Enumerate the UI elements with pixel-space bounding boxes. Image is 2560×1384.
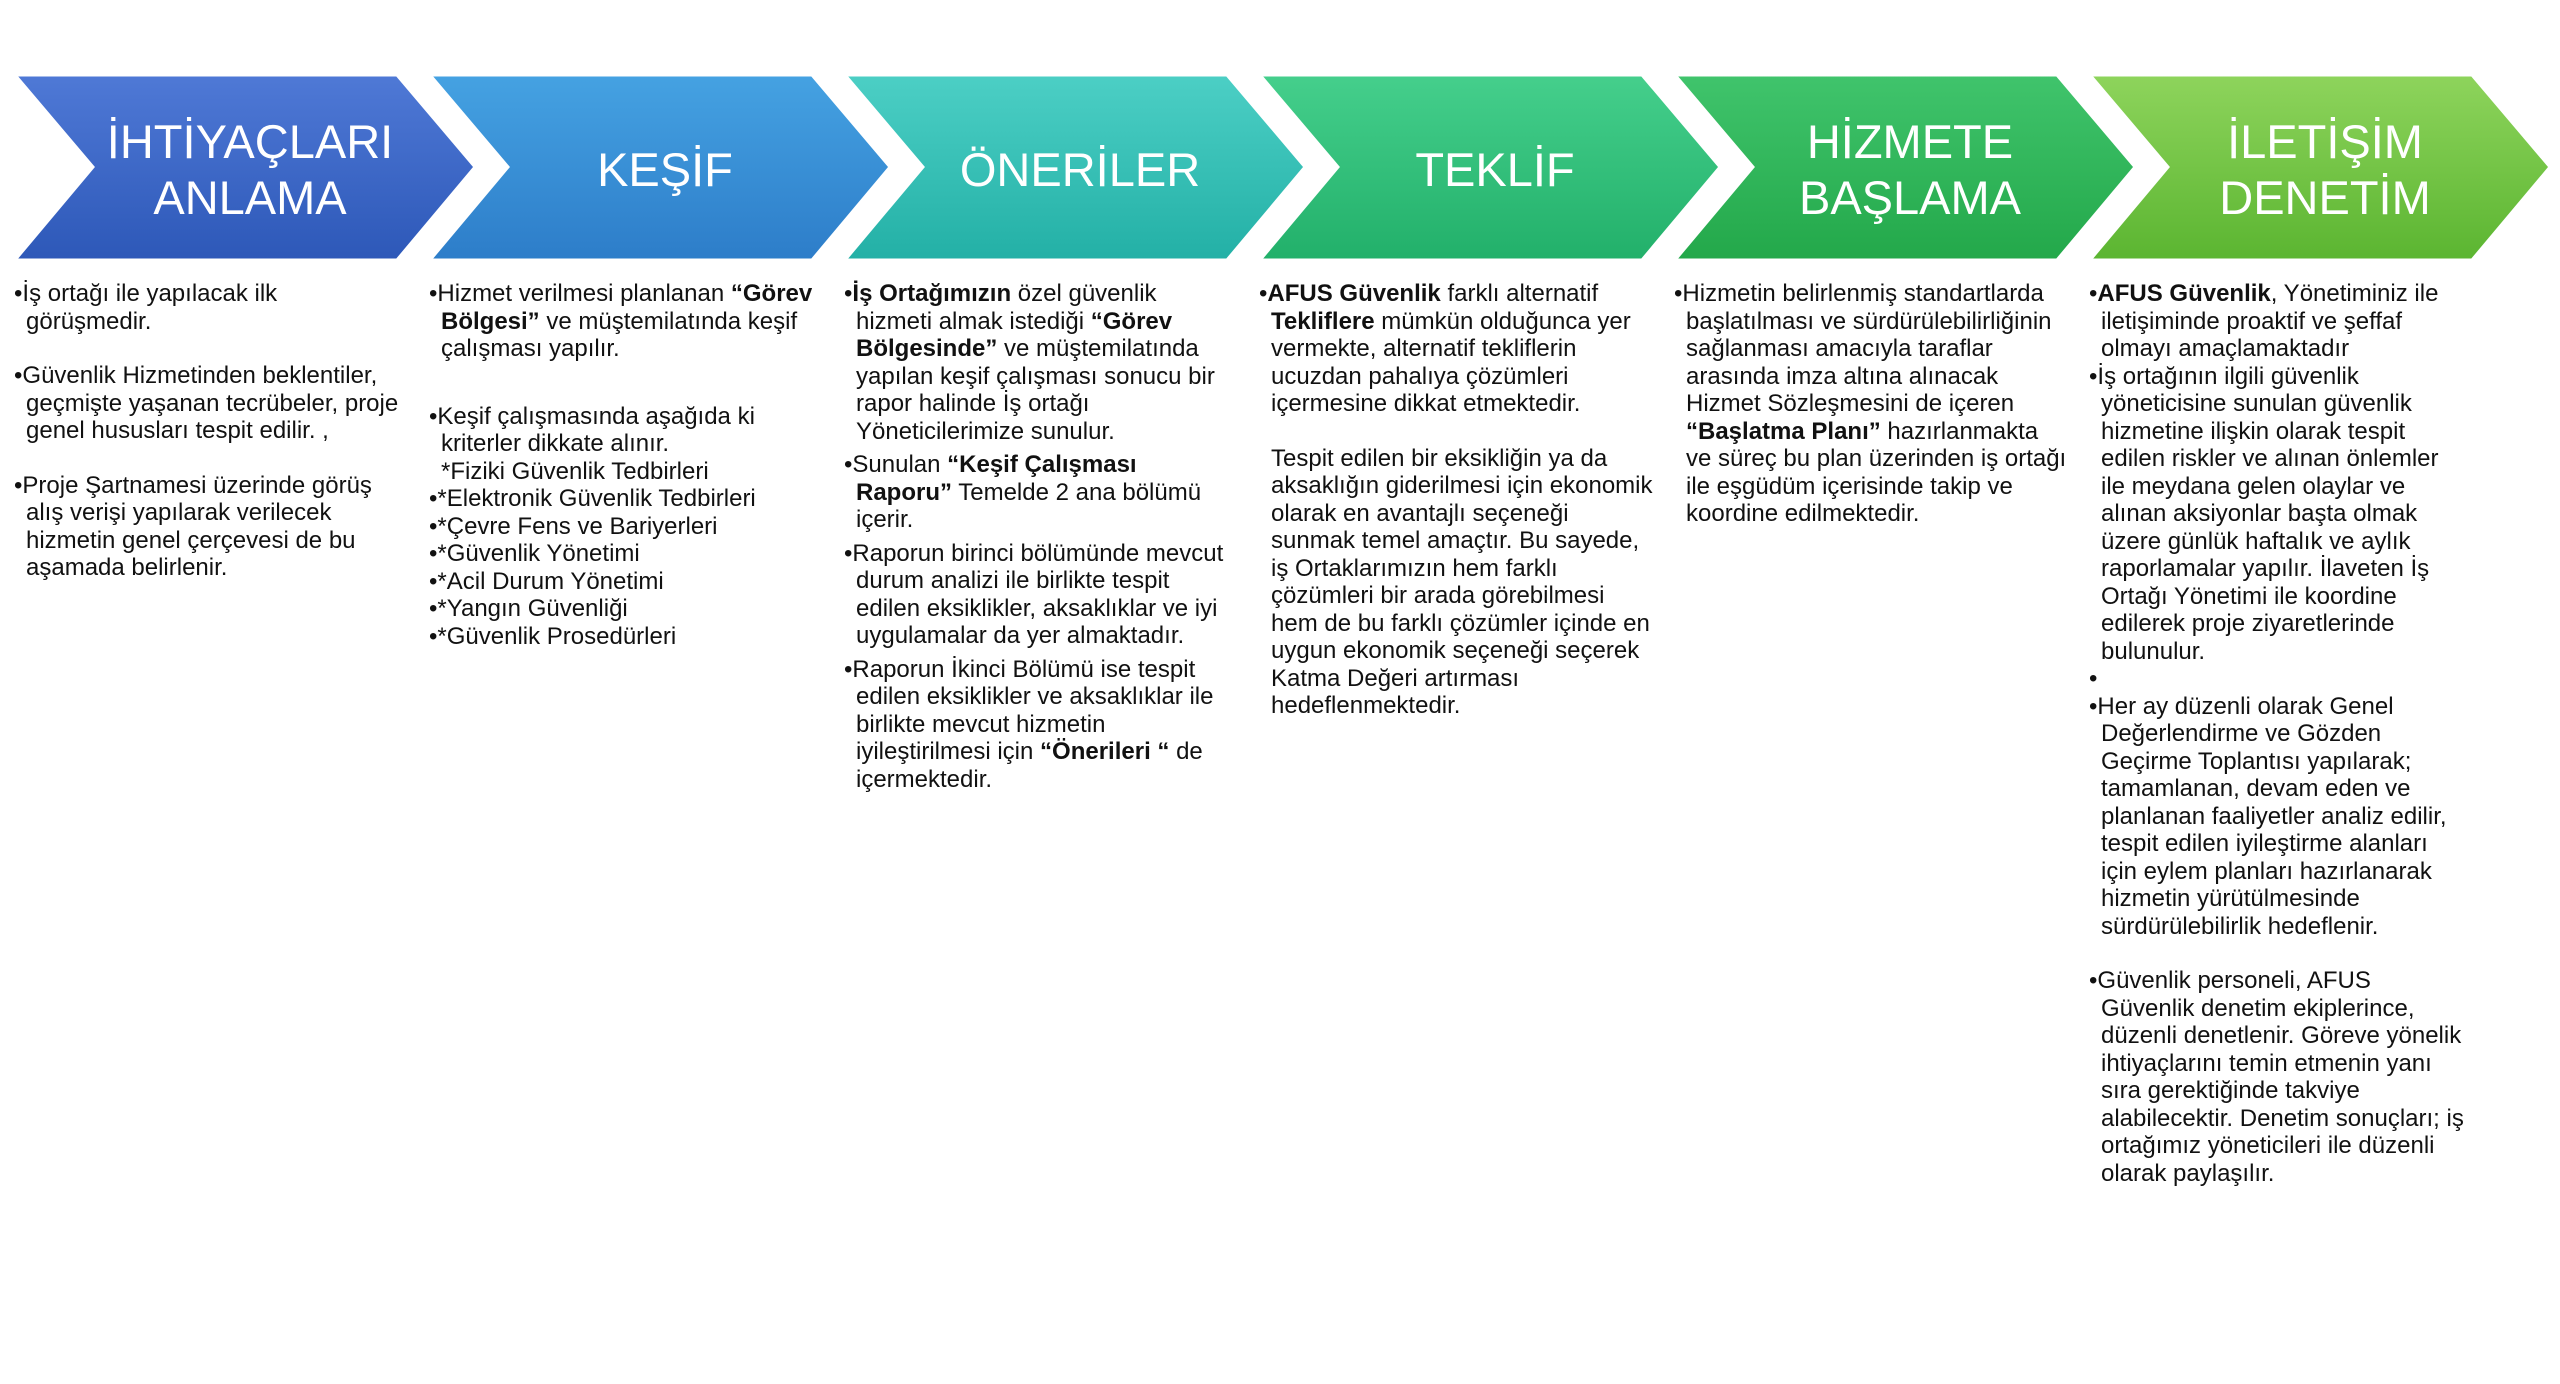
col3-bullet-1: •İş Ortağımızın özel güvenlik hizmeti al… [844,280,1215,445]
chevron-teklif [1256,73,1722,262]
col2-bullet-2: •Keşif çalışmasında aşağıda ki kriterler… [429,402,755,458]
step-title-teklif: TEKLİF [1415,143,1575,196]
col2-criteria-cevre: •*Çevre Fens ve Bariyerleri [429,512,718,540]
chevron-kesif [426,73,892,262]
col2-criteria-elektronik: •*Elektronik Güvenlik Tedbirleri [429,485,756,512]
col4-bullet-1: •AFUS Güvenlik farklı alternatif Teklifl… [1259,280,1631,417]
col4-paragraph-2: Tespit edilen bir eksikliğin ya da aksak… [1271,444,1653,720]
chevron-oneriler [841,73,1307,262]
col1-bullet-2: •Güvenlik Hizmetinden beklentiler, geçmi… [14,362,399,444]
chevron-iletisim-denetim [2086,73,2552,262]
col2-criteria-yangin: •*Yangın Güvenliği [429,595,628,622]
col2-criteria-yonetim: •*Güvenlik Yönetimi [429,540,640,567]
col2-criteria-fiziki: *Fiziki Güvenlik Tedbirleri [441,457,709,485]
col1-bullet-3: •Proje Şartnamesi üzerinde görüş alış ve… [14,471,372,582]
column-oneriler: •İş Ortağımızın özel güvenlik hizmeti al… [844,280,1239,793]
column-kesif: •Hizmet verilmesi planlanan “Görev Bölge… [429,280,824,650]
chevron-hizmete-baslama [1671,73,2137,262]
col1-bullet-1: •İş ortağı ile yapılacak ilk görüşmedir. [14,280,278,335]
col6-bullet-3: • [2089,665,2098,692]
col2-bullet-1: •Hizmet verilmesi planlanan “Görev Bölge… [429,280,813,362]
step-title-oneriler: ÖNERİLER [959,143,1201,196]
col6-bullet-4: •Her ay düzenli olarak Genel Değerlendir… [2089,692,2447,940]
step-title-ihtiyaclari-anlama: İHTİYAÇLARI ANLAMA [106,115,394,224]
column-iletisim-denetim: •AFUS Güvenlik, Yönetiminiz ile iletişim… [2089,280,2469,1187]
col3-bullet-3: •Raporun birinci bölümünde mevcut durum … [844,539,1224,650]
chevron-graphics [11,73,2552,262]
col6-bullet-5: •Güvenlik personeli, AFUS Güvenlik denet… [2089,967,2464,1187]
column-hizmete-baslama: •Hizmetin belirlenmiş standartlarda başl… [1674,280,2069,528]
col3-bullet-4: •Raporun İkinci Bölümü ise tespit edilen… [844,655,1214,793]
col6-bullet-1: •AFUS Güvenlik, Yönetiminiz ile iletişim… [2089,280,2439,362]
column-ihtiyaclari-anlama: •İş ortağı ile yapılacak ilk görüşmedir.… [14,280,409,582]
col3-bullet-2: •Sunulan “Keşif Çalışması Raporu” Temeld… [844,451,1202,533]
col2-criteria-prosedur: •*Güvenlik Prosedürleri [429,622,677,650]
step-title-kesif: KEŞİF [597,143,733,196]
column-teklif: •AFUS Güvenlik farklı alternatif Teklifl… [1259,280,1654,720]
chevron-ihtiyaclari-anlama [11,73,477,262]
step-title-iletisim-denetim: İLETİŞİM DENETİM [2219,115,2431,224]
process-chevron-row: İHTİYAÇLARI ANLAMA KEŞİF ÖNERİLER TEKLİF… [0,0,2560,270]
col5-bullet-1: •Hizmetin belirlenmiş standartlarda başl… [1674,280,2067,527]
step-title-hizmete-baslama: HİZMETE BAŞLAMA [1798,115,2022,224]
col6-bullet-2: •İş ortağının ilgili güvenlik yöneticisi… [2089,362,2439,665]
col2-criteria-acil: •*Acil Durum Yönetimi [429,567,664,595]
